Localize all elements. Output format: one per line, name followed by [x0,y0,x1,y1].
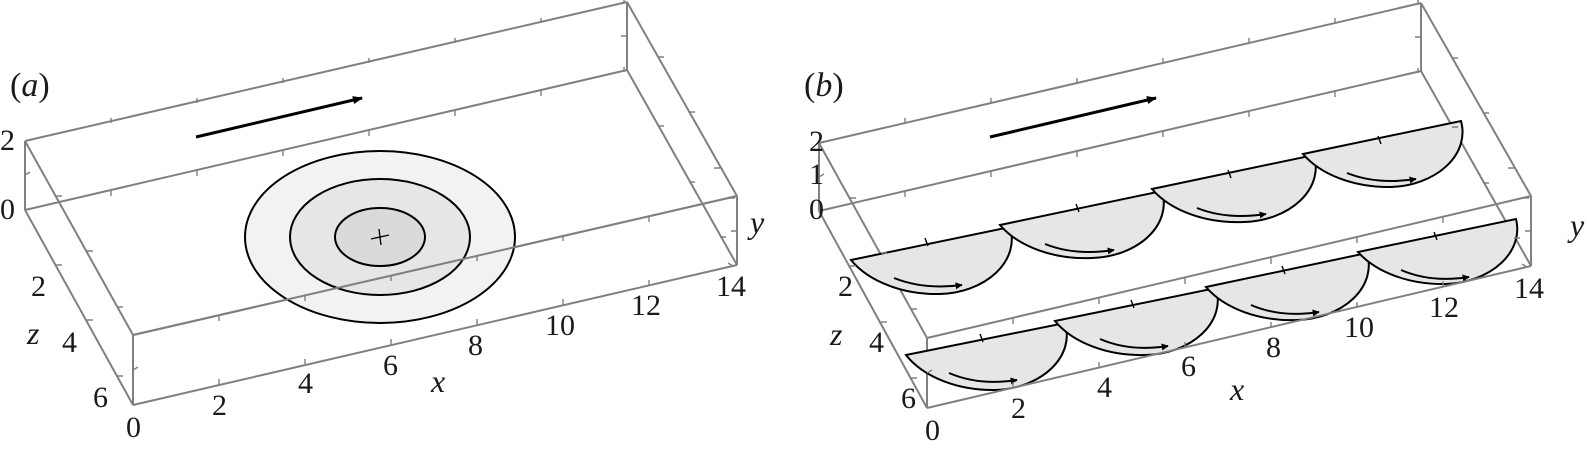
svg-text:4: 4 [298,367,313,400]
contour-ellipses [244,150,516,324]
svg-text:4: 4 [62,326,77,359]
svg-text:2: 2 [31,270,46,303]
svg-text:0: 0 [0,193,15,226]
svg-text:2: 2 [809,125,824,158]
z-tick-labels: 2 4 6 [838,270,916,415]
svg-text:8: 8 [468,329,483,362]
svg-text:1: 1 [809,158,824,191]
axis-ticks [818,0,1531,388]
y-axis-label: y [747,204,765,240]
z-tick-labels: 2 4 6 [31,270,108,414]
svg-text:0: 0 [126,411,141,444]
bounding-box [818,2,1532,409]
panel-a-label: (a) [10,67,50,104]
svg-text:10: 10 [1344,311,1374,344]
svg-text:0: 0 [925,414,940,447]
svg-text:10: 10 [545,309,575,342]
x-axis-label: x [1229,371,1244,407]
y-tick-labels: 0 2 [0,124,15,226]
flow-arrow [195,96,363,139]
svg-text:6: 6 [93,381,108,414]
x-tick-labels: 0 2 4 6 8 10 12 14 [925,272,1544,447]
z-axis-label: z [829,316,843,352]
svg-text:2: 2 [838,270,853,303]
svg-text:6: 6 [383,349,398,382]
svg-text:4: 4 [869,326,884,359]
z-axis-label: z [26,315,40,351]
svg-text:6: 6 [1181,350,1196,383]
svg-text:14: 14 [716,270,746,303]
x-tick-labels: 0 2 4 6 8 10 12 14 [126,270,746,444]
svg-text:2: 2 [1011,392,1026,425]
axis-ticks [24,0,737,385]
center-cross-marker [370,228,390,246]
svg-text:6: 6 [901,382,916,415]
svg-text:14: 14 [1514,272,1544,305]
panel-a: (a) [0,0,765,444]
svg-text:2: 2 [212,389,227,422]
svg-text:2: 2 [0,124,15,157]
svg-text:0: 0 [809,193,824,226]
svg-text:12: 12 [1429,291,1459,324]
panel-b-label: (b) [804,67,844,104]
panel-b: (b) [804,0,1585,447]
svg-text:4: 4 [1097,371,1112,404]
y-tick-labels: 0 1 2 [809,125,824,226]
y-axis-label: y [1567,207,1585,243]
svg-text:8: 8 [1266,331,1281,364]
flow-arrow [989,96,1157,139]
x-axis-label: x [430,363,445,399]
svg-text:12: 12 [631,289,661,322]
half-discs-back-row [849,119,1464,296]
